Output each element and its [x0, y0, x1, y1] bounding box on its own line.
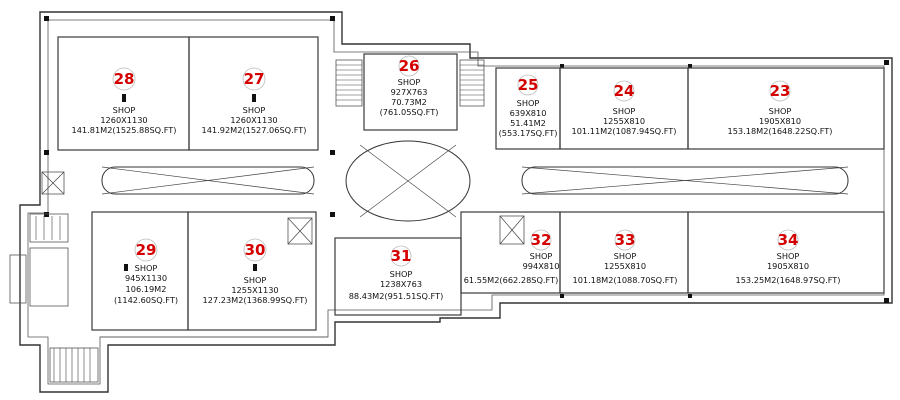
- shop-28-number-badge: [112, 67, 136, 91]
- shop-26-type: SHOP: [398, 77, 421, 87]
- shop-26-area-sqft: (761.05SQ.FT): [380, 107, 439, 117]
- shop-24-type: SHOP: [613, 106, 636, 116]
- shop-30-number: 30: [245, 241, 266, 259]
- shop-31-area: 88.43M2(951.51SQ.FT): [349, 291, 444, 301]
- shop-23-area: 153.18M2(1648.22SQ.FT): [728, 126, 833, 136]
- shop-32[interactable]: 32 SHOP 994X810 61.55M2(662.28SQ.FT): [464, 229, 560, 285]
- shop-28-area: 141.81M2(1525.88SQ.FT): [72, 125, 177, 135]
- shop-28-number: 28: [114, 70, 135, 88]
- shop-23-box: [687, 67, 885, 150]
- shop-31-number-badge: [390, 245, 412, 267]
- shop-34-dims: 1905X810: [767, 261, 809, 271]
- shop-27-number: 27: [244, 70, 265, 88]
- shop-34-type: SHOP: [777, 251, 800, 261]
- building-outline: [19, 11, 893, 393]
- shop-30-dims: 1255X1130: [231, 285, 278, 295]
- atrium-left: [101, 166, 315, 195]
- shop-33-type: SHOP: [614, 251, 637, 261]
- shop-34[interactable]: 34 SHOP 1905X810 153.25M2(1648.97SQ.FT): [736, 229, 841, 285]
- shop-boundaries: [57, 36, 885, 331]
- shop-27-area: 141.92M2(1527.06SQ.FT): [202, 125, 307, 135]
- shop-25-area-sqft: (553.17SQ.FT): [499, 128, 558, 138]
- shop-32-dims: 994X810: [523, 261, 560, 271]
- shop-34-number-badge: [777, 229, 799, 251]
- shop-27-box: [188, 36, 319, 151]
- shop-33-area: 101.18M2(1088.70SQ.FT): [573, 275, 678, 285]
- shop-31-type: SHOP: [390, 269, 413, 279]
- shop-28-type: SHOP: [113, 105, 136, 115]
- shop-34-number: 34: [778, 231, 799, 249]
- shop-25-number-badge: [517, 74, 539, 96]
- shop-29-area: 106.19M2: [126, 284, 167, 294]
- shop-31-number: 31: [391, 247, 412, 265]
- shop-30-area: 127.23M2(1368.99SQ.FT): [203, 295, 308, 305]
- shop-31-dims: 1238X763: [380, 279, 422, 289]
- shop-23-number: 23: [770, 82, 791, 100]
- shop-33-dims: 1255X810: [604, 261, 646, 271]
- shop-29-dims: 945X1130: [125, 273, 167, 283]
- shop-25[interactable]: 25 SHOP 639X810 51.41M2 (553.17SQ.FT): [499, 74, 558, 138]
- shop-34-box: [687, 211, 885, 294]
- shop-23-dims: 1905X810: [759, 116, 801, 126]
- shop-25-number: 25: [518, 76, 539, 94]
- shop-32-number: 32: [531, 231, 552, 249]
- shop-27-type: SHOP: [243, 105, 266, 115]
- shop-26-dims: 927X763: [391, 87, 428, 97]
- shop-24-area: 101.11M2(1087.94SQ.FT): [572, 126, 677, 136]
- shop-33-number: 33: [615, 231, 636, 249]
- shop-29[interactable]: 29 SHOP 945X1130 106.19M2 (1142.60SQ.FT): [114, 238, 178, 305]
- shop-30[interactable]: 30 SHOP 1255X1130 127.23M2(1368.99SQ.FT): [203, 238, 308, 305]
- shop-27-number-badge: [242, 67, 266, 91]
- shop-33[interactable]: 33 SHOP 1255X810 101.18M2(1088.70SQ.FT): [573, 229, 678, 285]
- shop-34-area: 153.25M2(1648.97SQ.FT): [736, 275, 841, 285]
- shop-24-dims: 1255X810: [603, 116, 645, 126]
- shop-24[interactable]: 24 SHOP 1255X810 101.11M2(1087.94SQ.FT): [572, 80, 677, 136]
- shop-32-type: SHOP: [530, 251, 553, 261]
- shop-26-number-badge: [398, 55, 420, 77]
- shop-30-type: SHOP: [244, 275, 267, 285]
- atrium-center: [345, 140, 471, 222]
- staircases: [49, 59, 485, 383]
- shop-32-number-badge: [530, 229, 552, 251]
- shop-24-number-badge: [613, 80, 635, 102]
- shop-29-type: SHOP: [135, 263, 158, 273]
- shop-23-number-badge: [769, 80, 791, 102]
- shop-29-area-sqft: (1142.60SQ.FT): [114, 295, 178, 305]
- shop-27[interactable]: 27 SHOP 1260X1130 141.92M2(1527.06SQ.FT): [202, 67, 307, 135]
- shop-25-dims: 639X810: [510, 108, 547, 118]
- shop-26[interactable]: 26 SHOP 927X763 70.73M2 (761.05SQ.FT): [380, 55, 439, 117]
- shop-26-box: [363, 53, 458, 131]
- shop-28-dims: 1260X1130: [100, 115, 147, 125]
- shop-25-area: 51.41M2: [510, 118, 546, 128]
- shop-32-area: 61.55M2(662.28SQ.FT): [464, 275, 559, 285]
- shop-31[interactable]: 31 SHOP 1238X763 88.43M2(951.51SQ.FT): [349, 245, 444, 301]
- shop-29-number: 29: [136, 241, 157, 259]
- shop-30-box: [187, 211, 317, 331]
- shop-26-number: 26: [399, 57, 420, 75]
- shop-29-number-badge: [134, 238, 158, 262]
- toilet-block: [9, 213, 69, 307]
- shop-30-number-badge: [243, 238, 267, 262]
- shop-28[interactable]: 28 SHOP 1260X1130 141.81M2(1525.88SQ.FT): [72, 67, 177, 135]
- column-markers: [44, 16, 889, 303]
- shop-25-type: SHOP: [517, 98, 540, 108]
- shop-27-dims: 1260X1130: [230, 115, 277, 125]
- shop-33-number-badge: [614, 229, 636, 251]
- atrium-voids: [101, 140, 849, 222]
- shop-23-type: SHOP: [769, 106, 792, 116]
- atrium-right: [521, 166, 849, 195]
- shop-26-area: 70.73M2: [391, 97, 427, 107]
- shop-23[interactable]: 23 SHOP 1905X810 153.18M2(1648.22SQ.FT): [728, 80, 833, 136]
- shop-24-number: 24: [614, 82, 635, 100]
- lift-shafts: [41, 171, 525, 245]
